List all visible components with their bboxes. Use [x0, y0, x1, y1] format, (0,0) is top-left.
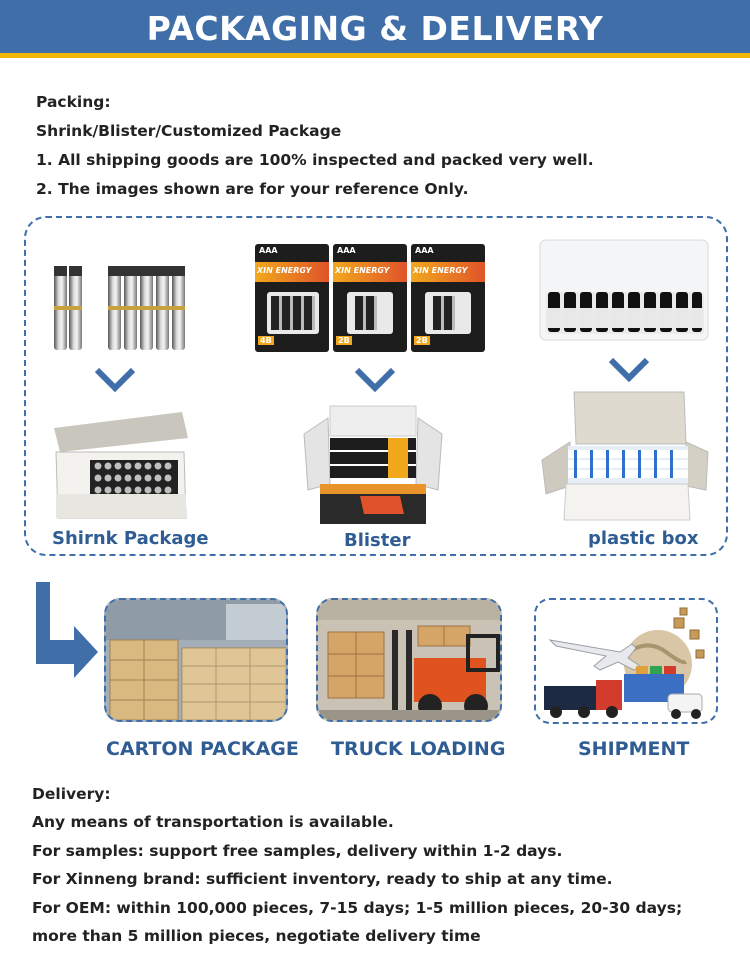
shipment-image	[534, 598, 718, 724]
chevron-down-icon	[94, 367, 136, 392]
elbow-arrow-icon	[36, 582, 98, 678]
plastic-tray-image	[539, 239, 709, 341]
packing-heading: Packing:	[36, 93, 111, 111]
delivery-line: more than 5 million pieces, negotiate de…	[32, 927, 481, 946]
header-banner: PACKAGING & DELIVERY	[0, 0, 750, 58]
carton-package-image	[104, 598, 288, 722]
plastic-box-caption: plastic box	[588, 528, 699, 549]
shipment-illustration	[544, 607, 705, 719]
blister-card: AAA XIN ENERGY 2B	[411, 244, 485, 352]
blister-brand-label: XIN ENERGY	[335, 266, 390, 275]
blister-cards-image: AAA XIN ENERGY 4B AAA XIN ENERGY 2B AAA …	[255, 244, 485, 352]
truck-loading-image	[316, 598, 502, 722]
carton-package-caption: CARTON PACKAGE	[106, 738, 299, 760]
delivery-line: For samples: support free samples, deliv…	[32, 841, 563, 860]
carton-stack-illustration	[106, 600, 286, 720]
blister-caption: Blister	[344, 530, 411, 551]
blister-count-label: 2B	[414, 336, 430, 345]
delivery-line: For Xinneng brand: sufficient inventory,…	[32, 870, 613, 889]
blister-count-label: 4B	[258, 336, 274, 345]
packing-types: Shrink/Blister/Customized Package	[36, 122, 342, 140]
truck-loading-caption: TRUCK LOADING	[331, 738, 506, 760]
forklift-illustration	[318, 600, 500, 720]
blister-count-label: 2B	[336, 336, 352, 345]
packing-note-1: 1. All shipping goods are 100% inspected…	[36, 151, 594, 169]
shrink-batteries-image	[54, 266, 185, 350]
delivery-info: Delivery: Any means of transportation is…	[32, 780, 732, 950]
page-title: PACKAGING & DELIVERY	[146, 9, 604, 48]
blister-card: AAA XIN ENERGY 4B	[255, 244, 329, 352]
chevron-down-icon	[354, 367, 396, 392]
shipment-caption: SHIPMENT	[578, 738, 690, 760]
plastic-display-box-image	[541, 391, 709, 521]
chevron-down-icon	[608, 357, 650, 382]
blister-size-label: AAA	[259, 246, 278, 255]
delivery-line: Any means of transportation is available…	[32, 813, 394, 832]
blister-display-box-image	[303, 405, 443, 524]
shrink-package-caption: Shirnk Package	[52, 528, 209, 549]
shrink-box-image	[54, 412, 188, 519]
blister-brand-label: XIN ENERGY	[413, 266, 468, 275]
packaging-options-panel	[24, 216, 728, 556]
packing-note-2: 2. The images shown are for your referen…	[36, 180, 469, 198]
blister-size-label: AAA	[415, 246, 434, 255]
blister-brand-label: XIN ENERGY	[257, 266, 312, 275]
packing-intro: Packing: Shrink/Blister/Customized Packa…	[36, 88, 716, 204]
delivery-line: For OEM: within 100,000 pieces, 7-15 day…	[32, 898, 683, 917]
blister-card: AAA XIN ENERGY 2B	[333, 244, 407, 352]
blister-size-label: AAA	[337, 246, 356, 255]
delivery-heading: Delivery:	[32, 785, 111, 803]
